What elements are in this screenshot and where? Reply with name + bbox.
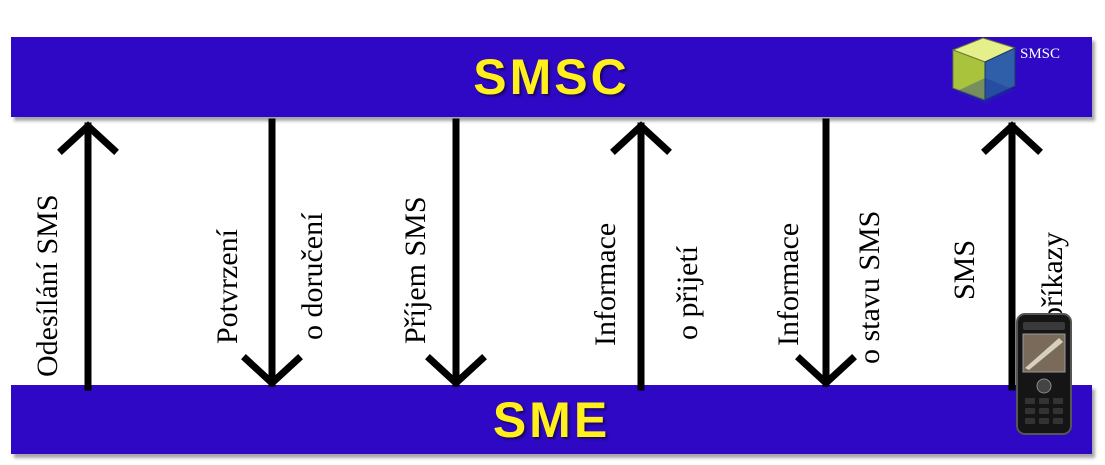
arrow-receive-sms (425, 118, 487, 388)
arrow-sms-status-info (795, 118, 857, 388)
label-receipt-info-line2: o přijetí (671, 245, 704, 340)
arrow-send-sms (57, 121, 119, 391)
label-send-sms: Odesílání SMS (31, 194, 64, 377)
arrow-sms-commands (981, 121, 1043, 391)
label-receive-sms: Příjem SMS (399, 196, 432, 344)
arrow-delivery-confirmation (241, 118, 303, 388)
arrow-receipt-info (610, 121, 672, 391)
label-sms-commands-line1: SMS (948, 239, 981, 300)
label-sms-status-info-line1: Informace (772, 222, 805, 346)
sme-title: SME (492, 391, 611, 448)
mobile-phone-icon (1016, 313, 1072, 435)
label-delivery-confirmation-line2: o doručení (296, 212, 329, 340)
server-cube-icon (951, 37, 1017, 104)
smsc-bar: SMSC (11, 37, 1092, 117)
label-sms-commands-line2: příkazy (1036, 232, 1069, 322)
smsc-title: SMSC (473, 49, 630, 105)
server-label: SMSC (1020, 46, 1061, 62)
sme-bar: SME (11, 385, 1092, 454)
label-receipt-info-line1: Informace (589, 222, 622, 346)
label-sms-status-info-line2: o stavu SMS (853, 210, 886, 364)
label-delivery-confirmation-line1: Potvrzení (211, 229, 244, 344)
